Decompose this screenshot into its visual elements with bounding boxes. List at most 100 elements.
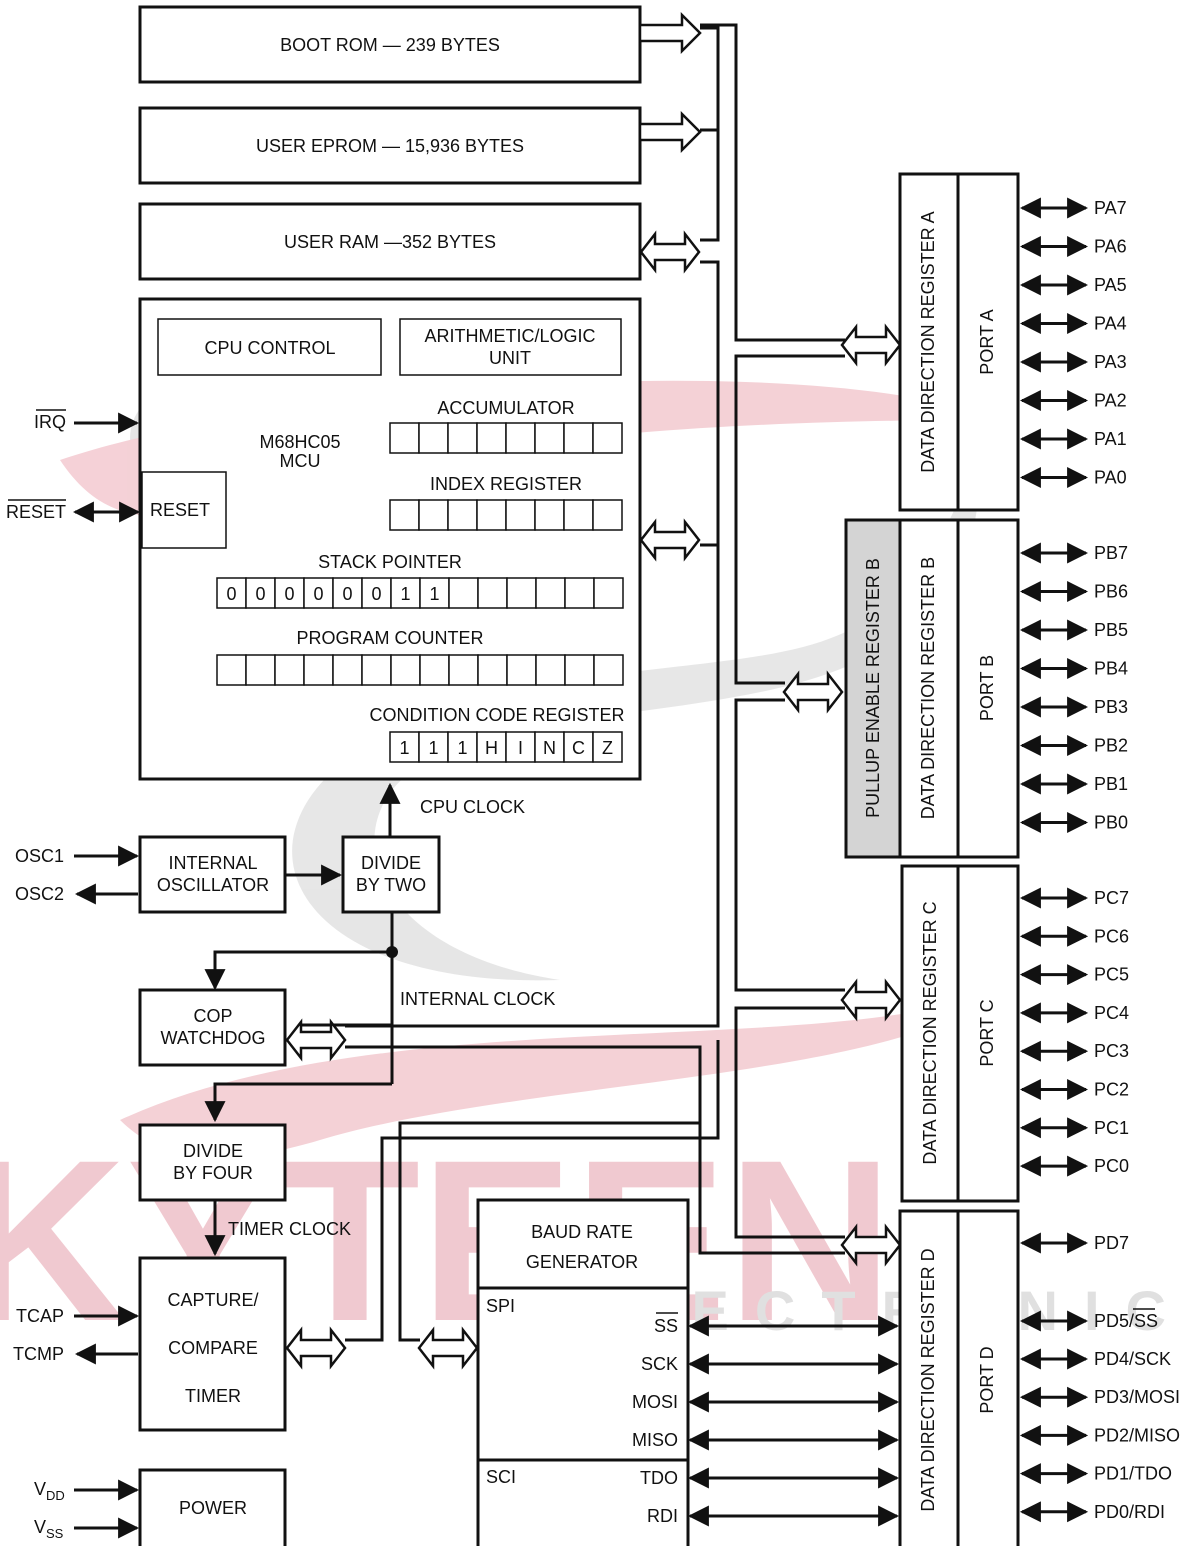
accumulator-cell: [505, 422, 536, 454]
eprom-bus-arrow: [638, 110, 702, 154]
ccr-label: CONDITION CODE REGISTER: [369, 705, 624, 725]
pd7-pin-label: PD7: [1094, 1233, 1129, 1253]
boot-rom-label: BOOT ROM — 239 BYTES: [280, 35, 500, 55]
alu-label-line1: ARITHMETIC/LOGIC: [424, 326, 595, 346]
port-pins: PA7PA6PA5PA4PA3PA2PA1PA0PB7PB6PB5PB4PB3P…: [1019, 197, 1180, 1523]
port-c-block: [900, 864, 1020, 1203]
pa5-pin-label: PA5: [1094, 275, 1127, 295]
pc3-pin-label: PC3: [1094, 1041, 1129, 1061]
sci-label: SCI: [486, 1467, 516, 1487]
pa4-pin-label: PA4: [1094, 314, 1127, 334]
miso-label: MISO: [632, 1430, 678, 1450]
accumulator-cell: [563, 422, 594, 454]
pb6-pin-label: PB6: [1094, 582, 1128, 602]
ccr-bit: N: [543, 738, 556, 758]
osc1-pin-label: OSC1: [15, 846, 64, 866]
program-counter-cell: [477, 654, 508, 686]
accumulator-cell: [389, 422, 420, 454]
ccr-cell: [447, 731, 478, 763]
tcap-pin-label: TCAP: [16, 1306, 64, 1326]
index-cell: [476, 499, 507, 531]
boot-rom-bus-arrow: [638, 11, 702, 55]
vdd-pin-label: VDD: [34, 1479, 65, 1503]
cpu-bus-arrow: [639, 518, 701, 562]
program-counter-cell: [419, 654, 450, 686]
port-b-label: PORT B: [977, 655, 997, 721]
stack-pointer-cell: [216, 577, 247, 609]
stack-pointer-cell: [535, 577, 566, 609]
accumulator-cell: [592, 422, 623, 454]
accumulator-cell: [476, 422, 507, 454]
reset-block: [141, 471, 227, 549]
pb7-pin-label: PB7: [1094, 543, 1128, 563]
pc5-pin-label: PC5: [1094, 965, 1129, 985]
ccr-bit: I: [518, 738, 523, 758]
cop-watchdog-block: [138, 988, 287, 1067]
user-eprom-label: USER EPROM — 15,936 BYTES: [256, 136, 524, 156]
cop-label-line2: WATCHDOG: [161, 1028, 266, 1048]
ccr-bit: Z: [602, 738, 613, 758]
accumulator-cell: [447, 422, 478, 454]
stack-pointer-cell: [564, 577, 595, 609]
index-cell: [563, 499, 594, 531]
program-counter-register: [216, 654, 624, 686]
port-c-bus-arrow: [840, 978, 902, 1022]
timer-clock-label: TIMER CLOCK: [228, 1219, 351, 1239]
pb5-pin-label: PB5: [1094, 620, 1128, 640]
pb1-pin-label: PB1: [1094, 774, 1128, 794]
osc-label-line2: OSCILLATOR: [157, 875, 269, 895]
timer-label-line1: CAPTURE/: [167, 1290, 258, 1310]
pc4-pin-label: PC4: [1094, 1003, 1129, 1023]
port-c-label: PORT C: [977, 999, 997, 1066]
stack-pointer-bit: 0: [371, 584, 381, 604]
div4-label-line2: BY FOUR: [173, 1163, 253, 1183]
index-cell: [592, 499, 623, 531]
div2-label-line2: BY TWO: [356, 875, 426, 895]
accumulator-cell: [418, 422, 449, 454]
clock-to-div4-arrow: [204, 1082, 392, 1123]
stack-pointer-bit: 0: [255, 584, 265, 604]
timer-label-line3: TIMER: [185, 1386, 241, 1406]
program-counter-cell: [303, 654, 334, 686]
pc0-pin-label: PC0: [1094, 1156, 1129, 1176]
ss-label: SS: [654, 1316, 678, 1336]
ddr-d-label: DATA DIRECTION REGISTER D: [918, 1248, 938, 1511]
pb3-pin-label: PB3: [1094, 697, 1128, 717]
pd4-pin-label: PD4/SCK: [1094, 1349, 1171, 1369]
pb0-pin-label: PB0: [1094, 813, 1128, 833]
rdi-label: RDI: [647, 1506, 678, 1526]
pa1-pin-label: PA1: [1094, 429, 1127, 449]
stack-pointer-bit: 1: [400, 584, 410, 604]
tdo-label: TDO: [640, 1468, 678, 1488]
pd5-pin-label: PD5/SS: [1094, 1311, 1158, 1331]
program-counter-cell: [332, 654, 363, 686]
clock-to-cop-arrow: [204, 950, 392, 991]
internal-oscillator-block: [138, 835, 287, 914]
osc2-pin-label: OSC2: [15, 884, 64, 904]
user-ram-label: USER RAM —352 BYTES: [284, 232, 496, 252]
user-ram-block: [138, 202, 642, 281]
cop-bus-arrow: [285, 1018, 347, 1062]
power-block: [138, 1468, 287, 1546]
div4-label-line1: DIVIDE: [183, 1141, 243, 1161]
divide-by-four-block: [138, 1123, 287, 1202]
timer-bus-arrow: [285, 1326, 347, 1370]
index-cell: [447, 499, 478, 531]
port-b-bus-arrow: [782, 670, 844, 714]
cpu-control-label: CPU CONTROL: [204, 338, 335, 358]
program-counter-cell: [390, 654, 421, 686]
program-counter-cell: [535, 654, 566, 686]
index-register-label: INDEX REGISTER: [430, 474, 582, 494]
stack-pointer-cell: [303, 577, 334, 609]
power-label: POWER: [179, 1498, 247, 1518]
index-cell: [389, 499, 420, 531]
accumulator-label: ACCUMULATOR: [437, 398, 574, 418]
stack-pointer-cell: [274, 577, 305, 609]
timer-label-line2: COMPARE: [168, 1338, 258, 1358]
div2-label-line1: DIVIDE: [361, 853, 421, 873]
program-counter-cell: [361, 654, 392, 686]
stack-pointer-cell: [593, 577, 624, 609]
ccr-cell: [418, 731, 449, 763]
irq-pin-label: IRQ: [34, 412, 66, 432]
ccr-bit: 1: [428, 738, 438, 758]
